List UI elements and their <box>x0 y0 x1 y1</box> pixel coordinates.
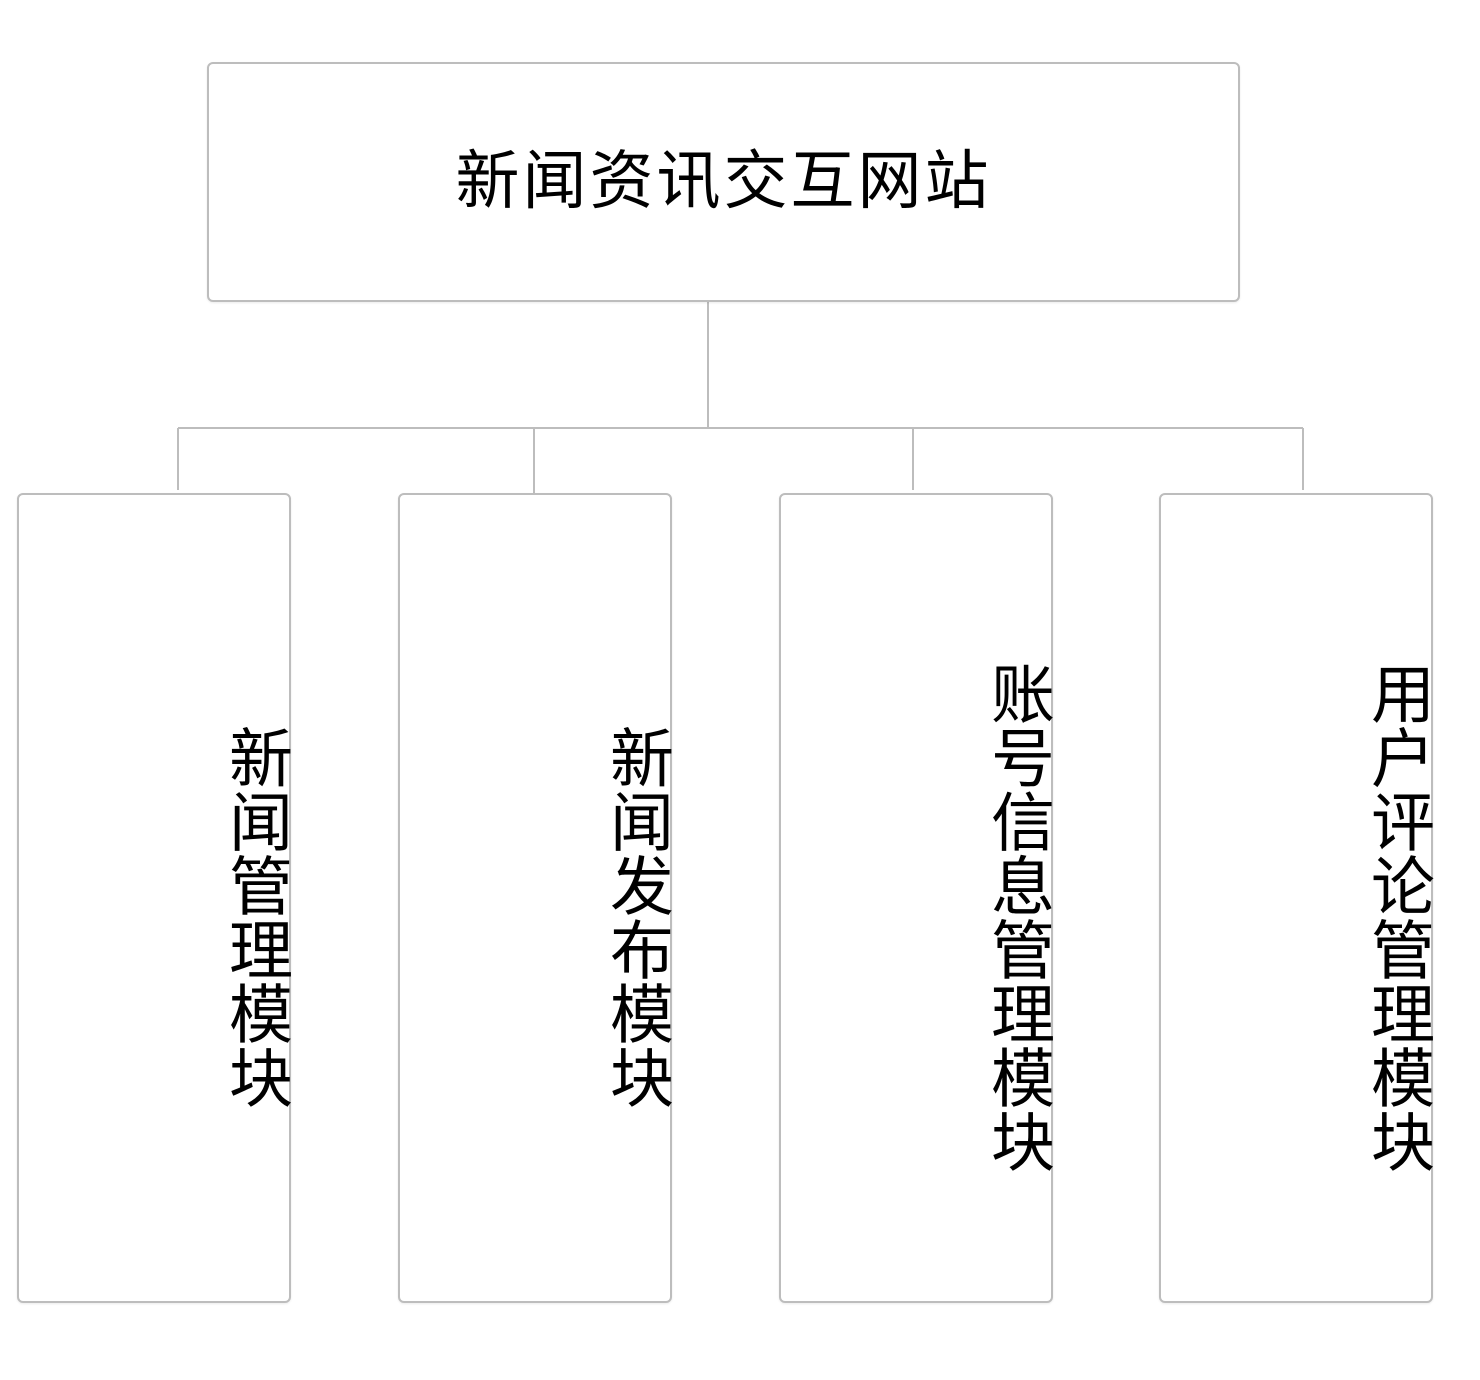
child-node-comment-management: 用户评论管理模块 <box>1159 493 1434 1303</box>
child-node-label: 用户评论管理模块 <box>1360 661 1434 1173</box>
child-node-account-management: 账号信息管理模块 <box>779 493 1054 1303</box>
child-node-label: 账号信息管理模块 <box>980 661 1054 1173</box>
child-node-news-publishing: 新闻发布模块 <box>398 493 673 1303</box>
child-node-news-management: 新闻管理模块 <box>17 493 292 1303</box>
child-node-label: 新闻发布模块 <box>599 725 673 1109</box>
root-node-label: 新闻资讯交互网站 <box>455 145 992 219</box>
child-node-label: 新闻管理模块 <box>218 725 292 1109</box>
root-node-box: 新闻资讯交互网站 <box>207 62 1240 302</box>
